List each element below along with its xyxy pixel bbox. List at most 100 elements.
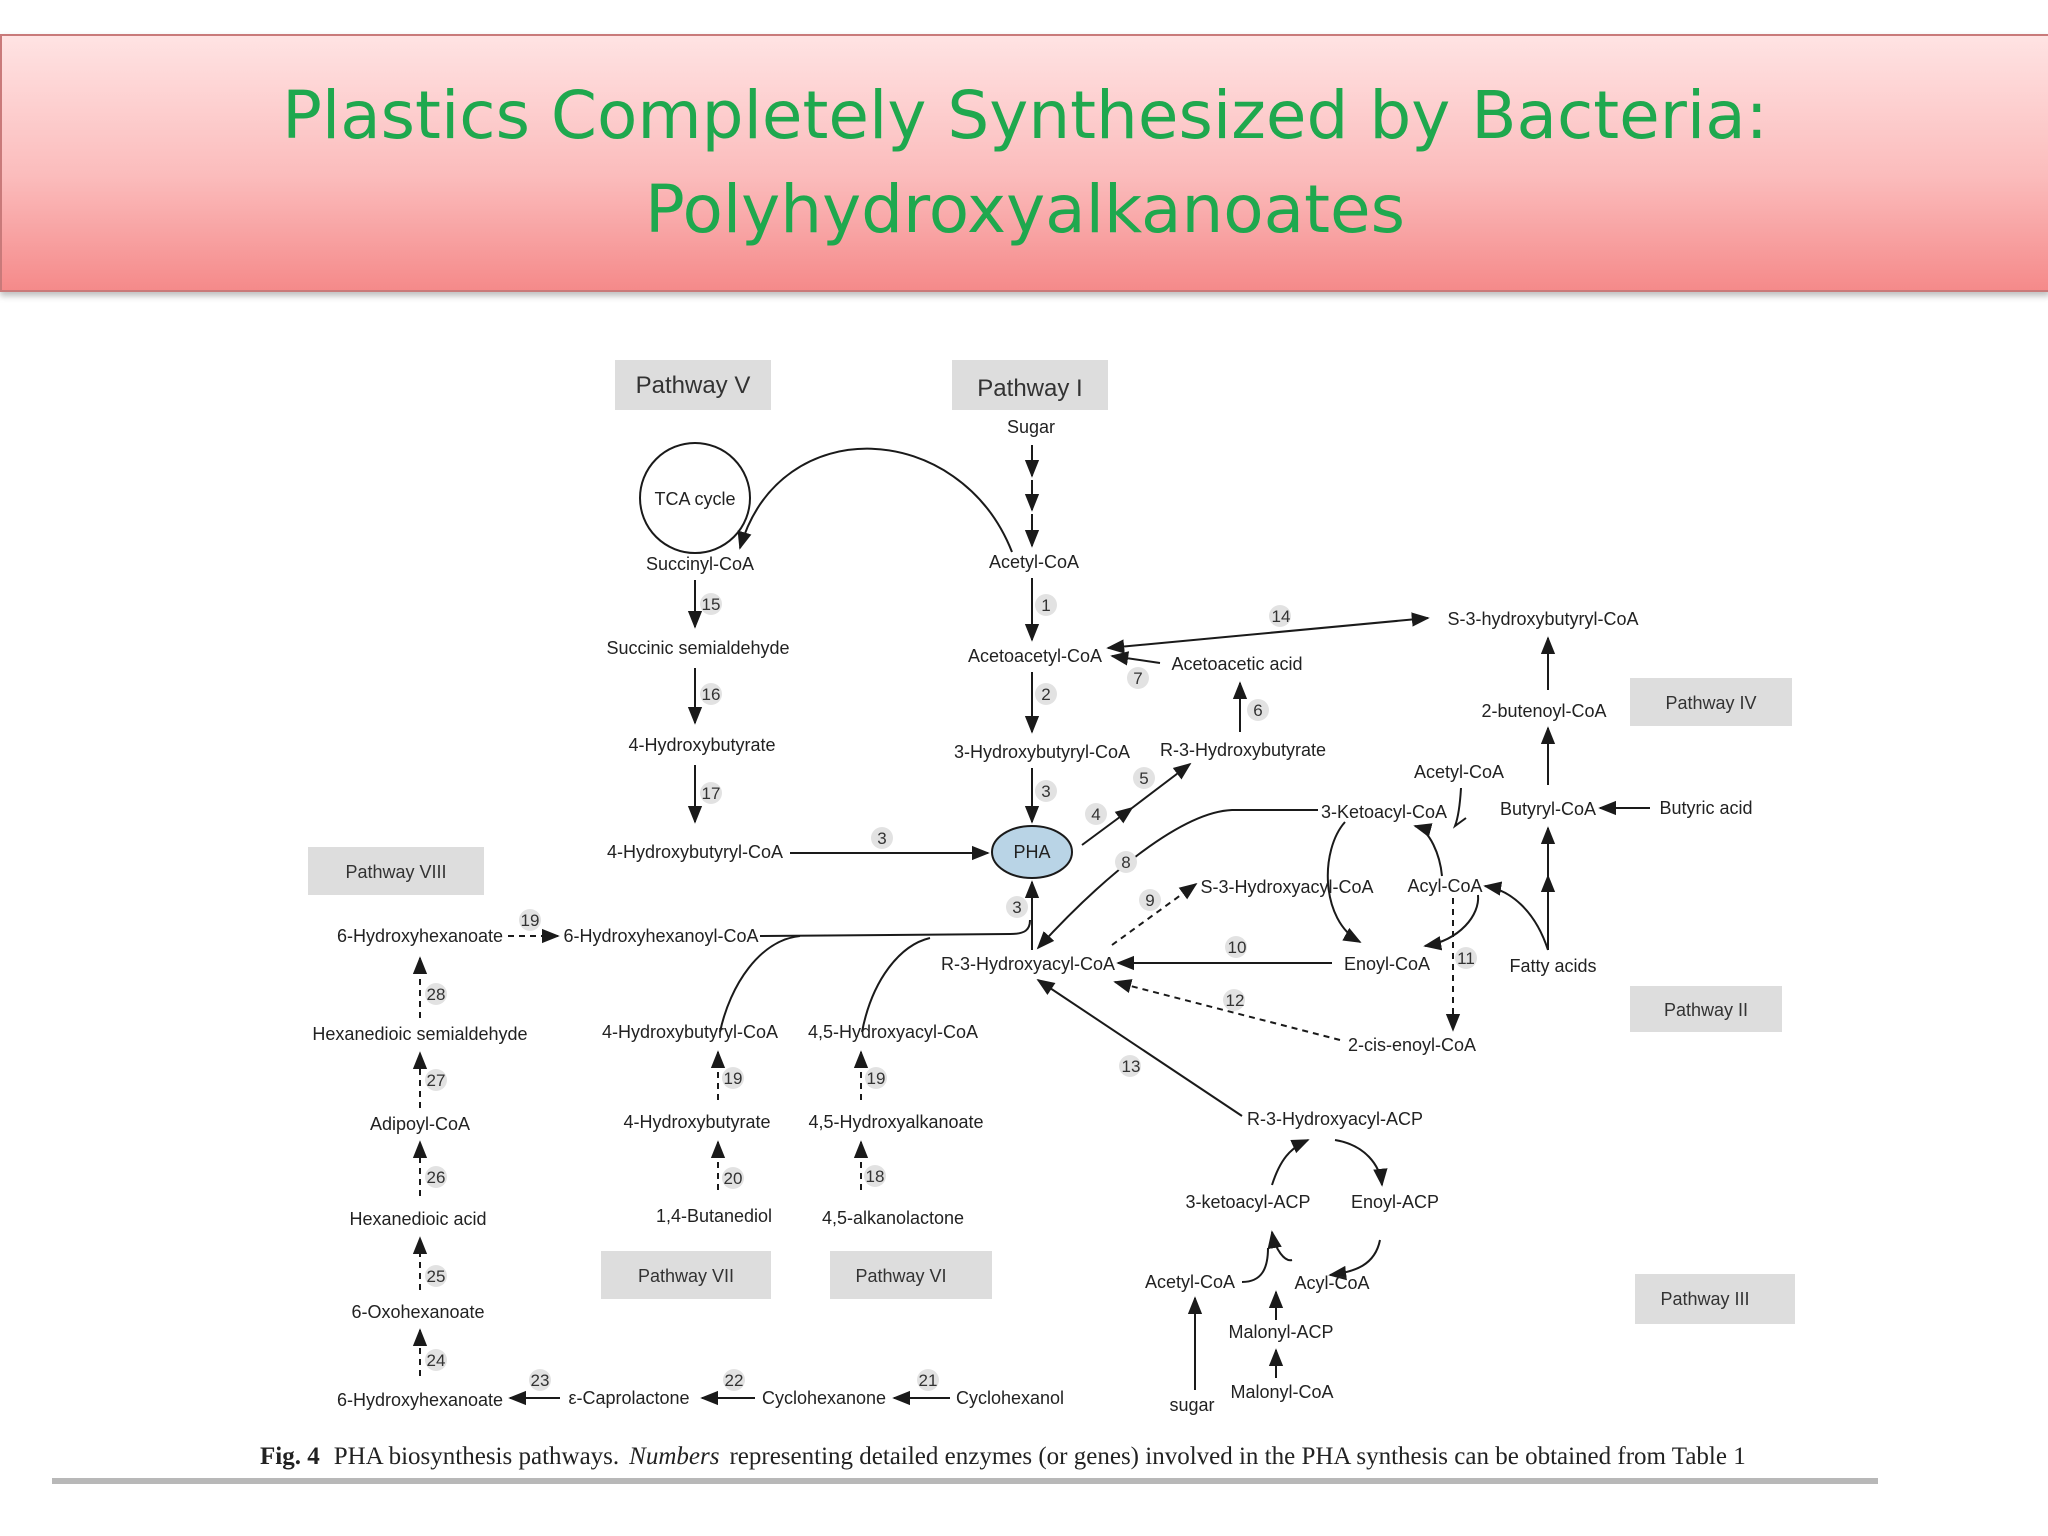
step-24: 24 (427, 1351, 446, 1370)
step-12: 12 (1226, 991, 1245, 1010)
caption-part2: representing detailed enzymes (or genes)… (729, 1443, 1745, 1470)
node-pha: PHA (1013, 842, 1050, 862)
pathway-iv-label: Pathway IV (1665, 693, 1756, 713)
pathway-iii-box: Pathway III (1635, 1274, 1795, 1324)
node-4-5-hydroxyalkanoate: 4,5-Hydroxyalkanoate (808, 1112, 983, 1132)
node-r-3-hydroxyacyl-acp: R-3-Hydroxyacyl-ACP (1247, 1109, 1423, 1129)
step-22: 22 (725, 1371, 744, 1390)
slide-title-line2: Polyhydroxyalkanoates (645, 171, 1405, 248)
figure-caption: Fig. 4 PHA biosynthesis pathways. Number… (260, 1443, 1746, 1470)
caption-italic: Numbers (628, 1443, 719, 1470)
node-4-hydroxybutyrate: 4-Hydroxybutyrate (628, 735, 775, 755)
node-acetoacetic-acid: Acetoacetic acid (1171, 654, 1302, 674)
step-17: 17 (702, 784, 721, 803)
pathway-i-label: Pathway I (977, 375, 1082, 402)
step-8: 8 (1121, 853, 1130, 872)
step-14: 14 (1272, 607, 1291, 626)
node-6-hydroxyhexanoate-bottom: 6-Hydroxyhexanoate (337, 1390, 503, 1410)
node-acyl-coa: Acyl-CoA (1407, 876, 1482, 896)
step-16: 16 (702, 685, 721, 704)
caption-part1: PHA biosynthesis pathways. (334, 1443, 619, 1470)
step-15: 15 (702, 595, 721, 614)
node-4-hydroxybutyryl-coa-vii: 4-Hydroxybutyryl-CoA (602, 1022, 778, 1042)
pathway-vii-box: Pathway VII (601, 1251, 771, 1299)
pathway-v-box: Pathway V (615, 360, 771, 410)
step-5: 5 (1139, 769, 1148, 788)
node-butyryl-coa: Butyryl-CoA (1500, 799, 1596, 819)
node-succinic-semialdehyde: Succinic semialdehyde (606, 638, 789, 658)
step-11: 11 (1457, 949, 1475, 968)
node-adipoyl-coa: Adipoyl-CoA (370, 1114, 470, 1134)
node-enoyl-acp: Enoyl-ACP (1351, 1192, 1439, 1212)
node-e-caprolactone: ε-Caprolactone (568, 1388, 689, 1408)
node-2-cis-enoyl-coa: 2-cis-enoyl-CoA (1348, 1035, 1476, 1055)
node-tca-cycle: TCA cycle (654, 489, 735, 509)
slide-title-line1: Plastics Completely Synthesized by Bacte… (282, 77, 1768, 154)
step-25: 25 (427, 1267, 446, 1286)
pathway-viii-box: Pathway VIII (308, 847, 484, 895)
node-3-ketoacyl-coa: 3-Ketoacyl-CoA (1321, 802, 1447, 822)
node-4-hydroxybutyrate-vii: 4-Hydroxybutyrate (623, 1112, 770, 1132)
step-1: 1 (1041, 596, 1050, 615)
pathway-vi-label: Pathway VI (855, 1266, 946, 1286)
pathway-vii-label: Pathway VII (638, 1266, 734, 1286)
step-19-pathway-vii: 19 (724, 1069, 743, 1088)
node-acyl-coa-pathway-iii: Acyl-CoA (1294, 1273, 1369, 1293)
node-r-3-hydroxyacyl-coa: R-3-Hydroxyacyl-CoA (941, 954, 1115, 974)
step-9: 9 (1145, 891, 1154, 910)
node-acetoacetyl-coa: Acetoacetyl-CoA (968, 646, 1102, 666)
step-13: 13 (1122, 1057, 1141, 1076)
pathway-v-label: Pathway V (636, 372, 751, 399)
node-s-3-hydroxybutyryl-coa: S-3-hydroxybutyryl-CoA (1447, 609, 1638, 629)
pathway-ii-label: Pathway II (1664, 1000, 1748, 1020)
node-4-hydroxybutyryl-coa: 4-Hydroxybutyryl-CoA (607, 842, 783, 862)
node-acetyl-coa: Acetyl-CoA (989, 552, 1079, 572)
node-butyric-acid: Butyric acid (1659, 798, 1752, 818)
node-hexanedioic-acid: Hexanedioic acid (349, 1209, 486, 1229)
step-7: 7 (1133, 669, 1142, 688)
step-3-pathway-v: 3 (877, 829, 886, 848)
step-2: 2 (1041, 685, 1050, 704)
node-sugar-pathway-iii: sugar (1169, 1395, 1214, 1415)
node-acetyl-coa-pathway-iii: Acetyl-CoA (1145, 1272, 1235, 1292)
step-3-pathway-i: 3 (1041, 782, 1050, 801)
step-26: 26 (427, 1168, 446, 1187)
step-27: 27 (427, 1071, 446, 1090)
node-6-hydroxyhexanoyl-coa: 6-Hydroxyhexanoyl-CoA (563, 926, 758, 946)
title-banner: Plastics Completely Synthesized by Bacte… (0, 34, 2048, 292)
pathway-iii-label: Pathway III (1660, 1289, 1749, 1309)
step-6: 6 (1253, 701, 1262, 720)
node-3-hydroxybutyryl-coa: 3-Hydroxybutyryl-CoA (954, 742, 1130, 762)
step-19-pathway-vi: 19 (867, 1069, 886, 1088)
node-2-butenoyl-coa: 2-butenoyl-CoA (1481, 701, 1606, 721)
caption-fig-label: Fig. 4 (260, 1443, 320, 1470)
node-4-5-alkanolactone: 4,5-alkanolactone (822, 1208, 964, 1228)
step-19-pathway-viii: 19 (521, 911, 540, 930)
pathway-vi-box: Pathway VI (830, 1251, 992, 1299)
step-20: 20 (724, 1169, 743, 1188)
node-succinyl-coa: Succinyl-CoA (646, 554, 754, 574)
pathway-ii-box: Pathway II (1630, 986, 1782, 1032)
node-malonyl-acp: Malonyl-ACP (1228, 1322, 1333, 1342)
step-21: 21 (919, 1371, 938, 1390)
node-s-3-hydroxyacyl-coa: S-3-Hydroxyacyl-CoA (1200, 877, 1373, 897)
node-cyclohexanone: Cyclohexanone (762, 1388, 886, 1408)
step-18: 18 (866, 1167, 885, 1186)
node-6-oxohexanoate: 6-Oxohexanoate (351, 1302, 484, 1322)
node-acetyl-coa-pathway-iv: Acetyl-CoA (1414, 762, 1504, 782)
step-23: 23 (531, 1371, 550, 1390)
node-hexanedioic-semialdehyde: Hexanedioic semialdehyde (312, 1024, 527, 1044)
tca-cycle-circle (639, 442, 751, 554)
node-cyclohexanol: Cyclohexanol (956, 1388, 1064, 1408)
pathway-viii-label: Pathway VIII (345, 862, 446, 882)
node-fatty-acids: Fatty acids (1509, 956, 1596, 976)
pathway-i-box: Pathway I (952, 360, 1108, 410)
pha-node (991, 825, 1073, 879)
pathway-iv-box: Pathway IV (1630, 678, 1792, 726)
node-3-ketoacyl-acp: 3-ketoacyl-ACP (1185, 1192, 1310, 1212)
bottom-rule (52, 1478, 1878, 1484)
step-3-pathway-ii: 3 (1012, 898, 1021, 917)
step-28: 28 (427, 985, 446, 1004)
node-6-hydroxyhexanoate: 6-Hydroxyhexanoate (337, 926, 503, 946)
